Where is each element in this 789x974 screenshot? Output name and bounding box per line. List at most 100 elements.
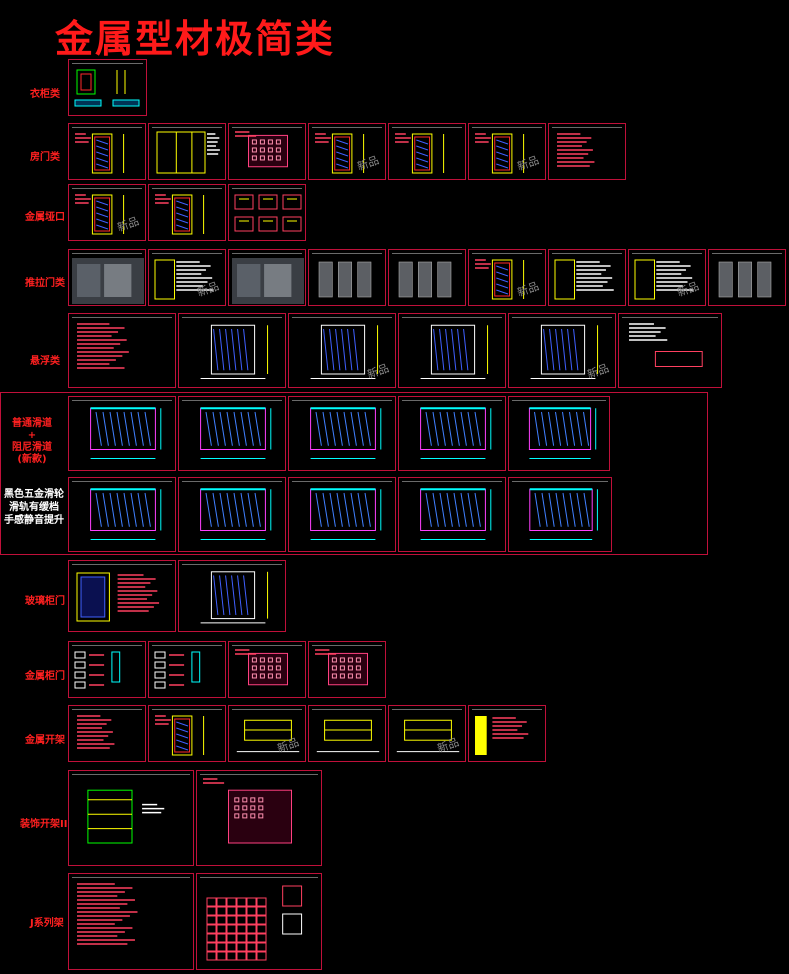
drawing-sheet-row4-1[interactable] <box>68 313 176 388</box>
drawing-sheet-row2-3[interactable] <box>228 184 306 241</box>
row-label-decor-shelf: 装饰开架II <box>20 819 68 830</box>
sheet-thumbnail <box>310 488 382 540</box>
drawing-sheet-row1-2[interactable] <box>148 123 226 180</box>
drawing-sheet-row9-5[interactable]: 新品 <box>388 705 466 762</box>
drawing-sheet-row3-9[interactable] <box>708 249 786 306</box>
drawing-sheet-row3-5[interactable] <box>388 249 466 306</box>
sheet-thumbnail <box>200 407 272 459</box>
sheet-thumbnail <box>528 407 597 459</box>
row-label-metal-opening: 金属垭口 <box>25 212 65 223</box>
drawing-sheet-row3-2[interactable]: 新品 <box>148 249 226 306</box>
sheet-thumbnail <box>74 69 140 107</box>
sheet-thumbnail <box>420 488 492 540</box>
sheet-thumbnail <box>203 778 292 844</box>
sheet-thumbnail <box>234 194 302 232</box>
sheet-thumbnail <box>629 323 703 367</box>
sheet-thumbnail <box>232 258 304 304</box>
drawing-sheet-row2-2[interactable] <box>148 184 226 241</box>
sheet-thumbnail <box>236 719 300 753</box>
sheet-thumbnail <box>235 649 288 686</box>
drawing-sheet-row2-1[interactable]: 新品 <box>68 184 146 241</box>
drawing-sheet-row1-1[interactable] <box>68 123 146 180</box>
slide-rail-group <box>0 392 708 555</box>
sheet-thumbnail <box>530 324 599 379</box>
drawing-sheet-row7-1[interactable] <box>68 560 176 632</box>
drawing-sheet-row3-7[interactable] <box>548 249 626 306</box>
sheet-thumbnail <box>200 488 272 540</box>
drawing-sheet-row6-5[interactable] <box>508 477 612 552</box>
drawing-sheet-row8-2[interactable] <box>148 641 226 698</box>
sheet-thumbnail <box>76 572 160 622</box>
sheet-thumbnail <box>206 885 303 961</box>
drawing-sheet-row9-3[interactable]: 新品 <box>228 705 306 762</box>
row-label-black-pulley: 黑色五金滑轮 滑轨有缓档 手感静音提升 <box>4 489 64 526</box>
drawing-sheet-row11-1[interactable] <box>68 873 194 970</box>
sheet-thumbnail <box>718 261 772 298</box>
drawing-sheet-row1-6[interactable]: 新品 <box>468 123 546 180</box>
drawing-sheet-row8-1[interactable] <box>68 641 146 698</box>
row-label-j-series: J系列架 <box>30 918 64 929</box>
drawing-sheet-row4-3[interactable]: 新品 <box>288 313 396 388</box>
drawing-sheet-row1-5[interactable] <box>388 123 466 180</box>
sheet-thumbnail <box>475 259 525 300</box>
drawing-sheet-row7-2[interactable] <box>178 560 286 632</box>
sheet-thumbnail <box>90 488 162 540</box>
sheet-thumbnail <box>554 259 614 300</box>
drawing-sheet-row8-3[interactable] <box>228 641 306 698</box>
drawing-sheet-row5-1[interactable] <box>68 396 176 471</box>
sheet-thumbnail <box>316 719 380 753</box>
drawing-sheet-row1-3[interactable] <box>228 123 306 180</box>
drawing-sheet-row9-1[interactable] <box>68 705 146 762</box>
drawing-sheet-row10-1[interactable] <box>68 770 194 866</box>
sheet-thumbnail <box>475 133 525 174</box>
drawing-sheet-row11-2[interactable] <box>196 873 322 970</box>
sheet-thumbnail <box>310 324 379 379</box>
sheet-thumbnail <box>315 133 365 174</box>
sheet-thumbnail <box>475 716 529 755</box>
drawing-sheet-row5-3[interactable] <box>288 396 396 471</box>
sheet-thumbnail <box>72 258 144 304</box>
drawing-sheet-row1-7[interactable] <box>548 123 626 180</box>
drawing-sheet-row8-4[interactable] <box>308 641 386 698</box>
sheet-thumbnail <box>310 407 382 459</box>
sheet-thumbnail <box>77 883 138 945</box>
row-label-metal-cabinet-door: 金属柜门 <box>25 671 65 682</box>
drawing-sheet-row4-2[interactable] <box>178 313 286 388</box>
drawing-sheet-row3-6[interactable]: 新品 <box>468 249 546 306</box>
sheet-thumbnail <box>398 261 452 298</box>
page-title: 金属型材极简类 <box>55 16 336 61</box>
drawing-sheet-row4-5[interactable]: 新品 <box>508 313 616 388</box>
drawing-sheet-row10-2[interactable] <box>196 770 322 866</box>
sheet-thumbnail <box>200 324 269 379</box>
drawing-sheet-row5-2[interactable] <box>178 396 286 471</box>
row-label-sliding-door: 推拉门类 <box>25 278 65 289</box>
sheet-thumbnail <box>154 259 214 300</box>
drawing-sheet-row9-6[interactable] <box>468 705 546 762</box>
drawing-sheet-row3-3[interactable] <box>228 249 306 306</box>
row-label-slide-rail: 普通滑道 + 阻尼滑道 (新款) <box>12 418 52 465</box>
drawing-sheet-row4-6[interactable] <box>618 313 722 388</box>
drawing-sheet-row6-1[interactable] <box>68 477 176 552</box>
sheet-thumbnail <box>90 407 162 459</box>
sheet-thumbnail <box>557 133 595 167</box>
sheet-thumbnail <box>529 488 598 540</box>
row-label-room-door: 房门类 <box>30 152 60 163</box>
drawing-sheet-row5-5[interactable] <box>508 396 610 471</box>
drawing-sheet-row0-1[interactable] <box>68 59 147 116</box>
drawing-sheet-row1-4[interactable]: 新品 <box>308 123 386 180</box>
drawing-sheet-row3-4[interactable] <box>308 249 386 306</box>
sheet-thumbnail <box>200 571 269 624</box>
drawing-sheet-row3-8[interactable]: 新品 <box>628 249 706 306</box>
drawing-sheet-row9-2[interactable] <box>148 705 226 762</box>
sheet-thumbnail <box>395 133 445 174</box>
drawing-sheet-row5-4[interactable] <box>398 396 506 471</box>
drawing-sheet-row6-3[interactable] <box>288 477 396 552</box>
drawing-sheet-row6-2[interactable] <box>178 477 286 552</box>
sheet-thumbnail <box>315 649 368 686</box>
sheet-thumbnail <box>74 651 121 689</box>
drawing-sheet-row9-4[interactable] <box>308 705 386 762</box>
drawing-sheet-row4-4[interactable] <box>398 313 506 388</box>
drawing-sheet-row3-1[interactable] <box>68 249 146 306</box>
drawing-sheet-row6-4[interactable] <box>398 477 506 552</box>
sheet-thumbnail <box>396 719 460 753</box>
